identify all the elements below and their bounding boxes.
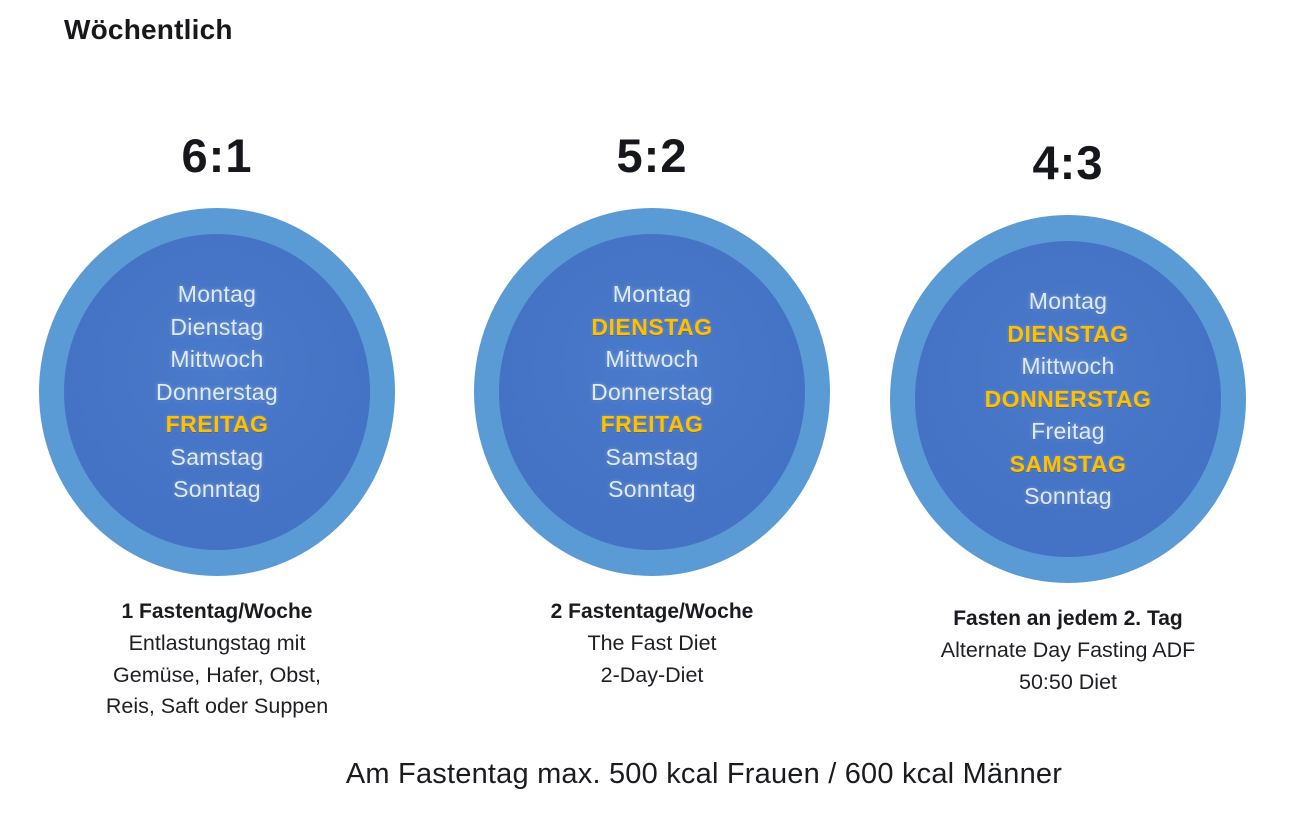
day-label: Mittwoch xyxy=(605,346,699,373)
caption-line: Gemüse, Hafer, Obst, xyxy=(113,662,321,687)
day-label: Sonntag xyxy=(1024,483,1112,510)
caption-line: The Fast Diet xyxy=(587,631,717,655)
caption-title: 2 Fastentage/Woche xyxy=(550,600,754,623)
caption-line: Reis, Saft oder Suppen xyxy=(105,694,329,718)
day-label: Dienstag xyxy=(170,313,264,340)
day-label: Sonntag xyxy=(173,476,261,503)
fasting-day-label: SAMSTAG xyxy=(1009,450,1127,477)
day-label: Samstag xyxy=(605,443,699,470)
fasting-day-label: DIENSTAG xyxy=(591,313,713,340)
ratio-heading: 5:2 xyxy=(616,129,688,182)
caption-line: Alternate Day Fasting ADF xyxy=(940,638,1196,662)
fasting-day-label: DIENSTAG xyxy=(1007,320,1129,347)
day-label: Montag xyxy=(1028,288,1108,315)
day-label: Sonntag xyxy=(608,476,696,503)
caption-title: Fasten an jedem 2. Tag xyxy=(953,607,1183,630)
day-label: Montag xyxy=(177,281,257,308)
fasting-day-label: FREITAG xyxy=(600,411,704,438)
fasting-day-label: DONNERSTAG xyxy=(984,385,1152,412)
caption-lines: The Fast Diet 2-Day-Diet xyxy=(452,628,852,691)
caption-line: Entlastungstag mit xyxy=(128,631,306,655)
day-label: Samstag xyxy=(170,443,264,470)
ratio-heading: 6:1 xyxy=(181,129,253,182)
caption-line: 2-Day-Diet xyxy=(600,662,704,687)
caption-line: 50:50 Diet xyxy=(1018,669,1117,694)
caption-title: 1 Fastentag/Woche xyxy=(121,600,313,623)
page-title: Wöchentlich xyxy=(64,14,233,45)
footer-note: Am Fastentag max. 500 kcal Frauen / 600 … xyxy=(345,758,1063,790)
day-label: Freitag xyxy=(1031,418,1105,445)
caption-lines: Alternate Day Fasting ADF 50:50 Diet xyxy=(868,635,1268,698)
plan-caption: 2 Fastentage/Woche The Fast Diet 2-Day-Di… xyxy=(452,596,852,691)
day-label: Donnerstag xyxy=(591,378,713,405)
plan-caption: Fasten an jedem 2. Tag Alternate Day Fas… xyxy=(868,603,1268,698)
ratio-heading: 4:3 xyxy=(1032,136,1104,189)
day-label: Mittwoch xyxy=(1021,353,1115,380)
fasting-day-label: FREITAG xyxy=(165,411,269,438)
day-label: Mittwoch xyxy=(170,346,264,373)
day-label: Donnerstag xyxy=(156,378,278,405)
day-label: Montag xyxy=(612,281,692,308)
